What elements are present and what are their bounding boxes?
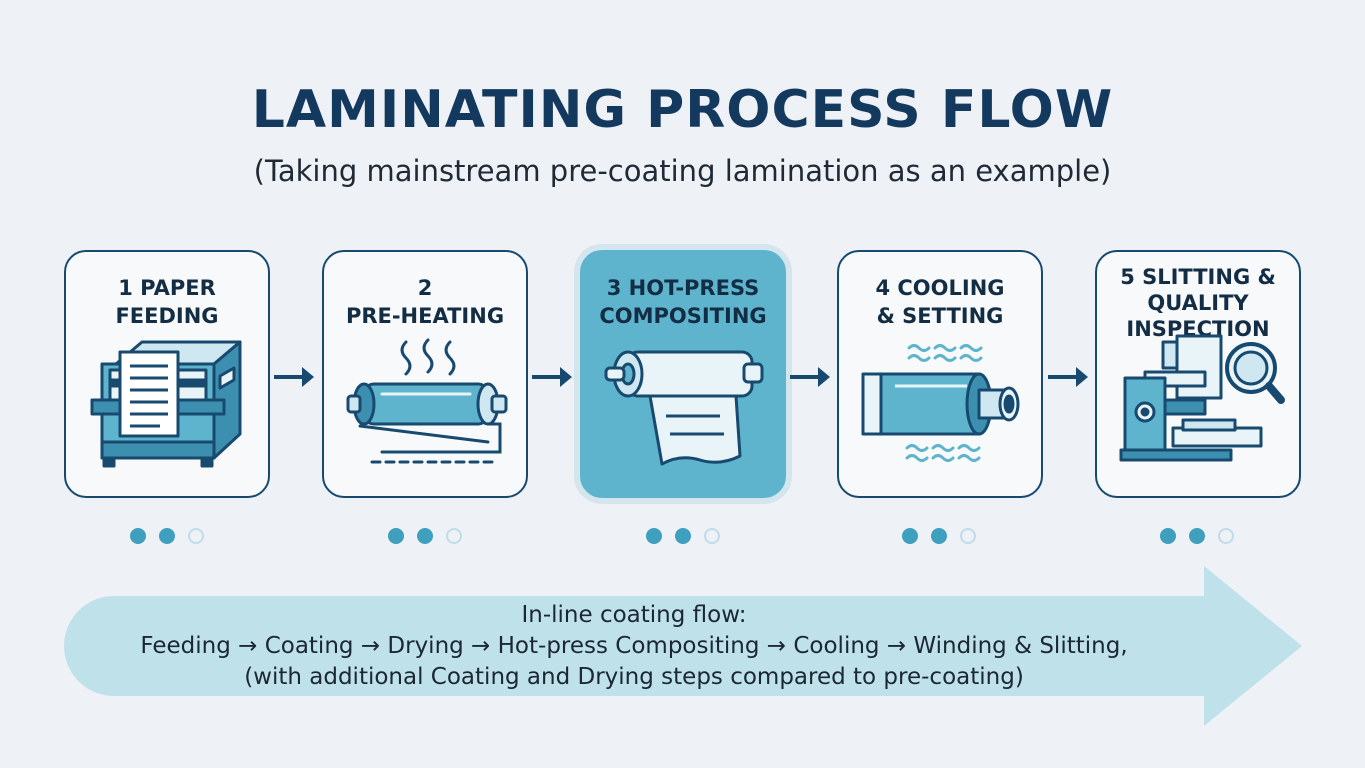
indicator-dot-empty [704,528,720,544]
indicator-dot-filled [931,528,947,544]
step-slitting-inspection: 5 SLITTING & QUALITY INSPECTION [1095,250,1301,498]
indicator-dot-empty [188,528,204,544]
flow-arrow-icon [532,367,572,387]
indicator-dot-filled [902,528,918,544]
indicator-dot-filled [1189,528,1205,544]
indicator-dot-empty [1218,528,1234,544]
roll-laminator-icon [604,350,764,466]
indicator-dot-filled [675,528,691,544]
inline-flow-heading: In-line coating flow: [521,602,747,628]
flow-arrow-icon [274,367,314,387]
indicator-dot-filled [417,528,433,544]
step-pre-heating: 2 PRE-HEATING [322,250,528,498]
indicator-dot-filled [130,528,146,544]
step-indicator-dots [388,528,468,546]
indicator-dot-filled [646,528,662,544]
step-label: 4 COOLING & SETTING [875,276,1005,328]
inline-flow-note: (with additional Coating and Drying step… [244,664,1024,690]
heated-roller-icon [346,338,508,464]
indicator-dot-filled [1160,528,1176,544]
step-label: 1 PAPER FEEDING [115,276,219,328]
inline-flow-arrow-band [64,566,1302,726]
step-indicator-dots [902,528,982,546]
step-label: 3 HOT-PRESS COMPOSITING [599,276,767,328]
inspection-magnifier-icon [1119,334,1285,462]
flow-arrow-icon [790,367,830,387]
step-hot-press-compositing: 3 HOT-PRESS COMPOSITING [580,250,786,498]
paper-feeder-icon [90,340,242,468]
step-label: 2 PRE-HEATING [345,276,505,328]
page-title: LAMINATING PROCESS FLOW [251,80,1114,140]
cooling-roller-icon [861,344,1020,462]
indicator-dot-filled [159,528,175,544]
step-indicator-dots [130,528,210,546]
step-indicator-dots [646,528,726,546]
indicator-dot-filled [388,528,404,544]
step-cooling-setting: 4 COOLING & SETTING [837,250,1043,498]
flow-arrow-icon [1048,367,1088,387]
inline-flow-sequence: Feeding → Coating → Drying → Hot-press C… [140,633,1128,659]
step-paper-feeding: 1 PAPER FEEDING [64,250,270,498]
indicator-dot-empty [960,528,976,544]
indicator-dot-empty [446,528,462,544]
step-indicator-dots [1160,528,1240,546]
page-subtitle: (Taking mainstream pre-coating laminatio… [253,154,1112,188]
inline-flow-text: In-line coating flow: Feeding → Coating … [64,600,1204,693]
